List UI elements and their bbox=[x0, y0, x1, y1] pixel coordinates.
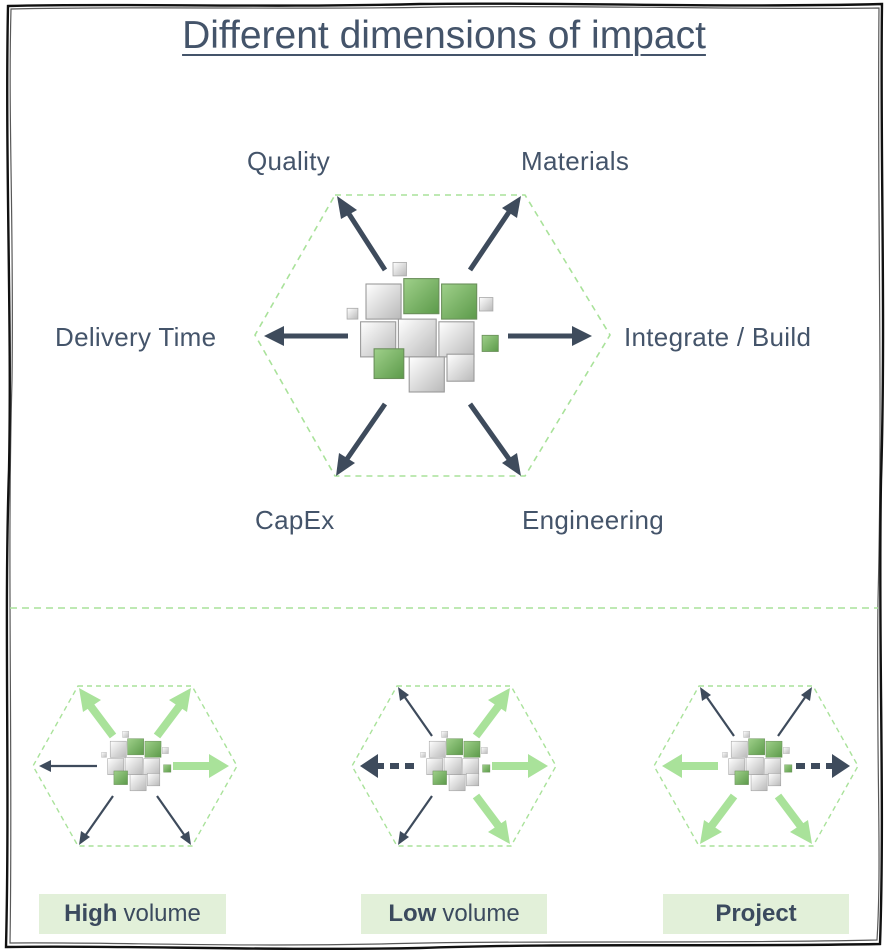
mini-cube-cluster bbox=[722, 731, 793, 792]
caption-high-volume: High volume bbox=[39, 894, 226, 934]
arrow-delivery-time bbox=[264, 326, 348, 346]
arrow-delivery-green bbox=[662, 754, 718, 778]
mini-hexagon bbox=[351, 685, 557, 847]
label-delivery-time: Delivery Time bbox=[55, 322, 217, 352]
arrow-engineering bbox=[467, 402, 521, 476]
arrow-quality-dark bbox=[700, 687, 735, 737]
arrow-delivery-dark bbox=[39, 760, 97, 772]
caption-bold: Low bbox=[388, 900, 437, 927]
arrow-capex-dark bbox=[398, 795, 433, 845]
main-hexagon bbox=[254, 194, 611, 477]
mini-hexagon bbox=[653, 685, 859, 847]
mini-cube-cluster bbox=[420, 731, 491, 792]
arrow-integrate-build bbox=[508, 326, 592, 346]
mini-diagram-low-volume bbox=[351, 685, 557, 847]
label-capex: CapEx bbox=[255, 505, 335, 535]
page-frame-inner bbox=[9, 5, 881, 946]
label-integrate-build: Integrate / Build bbox=[624, 322, 812, 352]
page-title: Different dimensions of impact bbox=[182, 14, 706, 57]
arrow-integrate-green bbox=[173, 754, 229, 778]
label-quality: Quality bbox=[247, 146, 331, 176]
caption-project: Project bbox=[663, 894, 849, 934]
caption-low-volume: Low volume bbox=[361, 894, 547, 934]
caption-rest: volume bbox=[442, 900, 520, 927]
arrow-materials bbox=[467, 196, 521, 272]
arrow-quality bbox=[337, 196, 388, 272]
arrow-quality-dark bbox=[398, 687, 433, 737]
arrow-delivery-dotted bbox=[360, 754, 414, 778]
mini-diagram-high-volume bbox=[32, 685, 238, 847]
mini-diagram-project bbox=[653, 685, 859, 847]
page-frame bbox=[4, 2, 885, 951]
caption-bold: High bbox=[64, 900, 118, 927]
arrow-engineering-dark bbox=[156, 795, 191, 845]
caption-rest: volume bbox=[123, 900, 201, 927]
arrow-capex bbox=[336, 402, 388, 476]
arrow-materials-green bbox=[472, 688, 510, 739]
cube-cluster-image bbox=[346, 261, 499, 393]
arrow-materials-dark bbox=[777, 687, 812, 737]
main-arrows bbox=[264, 196, 592, 476]
arrow-capex-dark bbox=[79, 795, 114, 845]
arrow-quality-green bbox=[79, 688, 117, 739]
arrow-engineering-green bbox=[472, 793, 510, 844]
mini-cube-cluster bbox=[101, 731, 172, 792]
mini-hexagon bbox=[32, 685, 238, 847]
label-engineering: Engineering bbox=[522, 505, 665, 535]
arrow-integrate-green bbox=[492, 754, 548, 778]
arrow-integrate-dotted bbox=[796, 754, 850, 778]
caption-bold: Project bbox=[715, 900, 797, 927]
arrow-materials-green bbox=[153, 688, 191, 739]
arrow-engineering-green bbox=[774, 793, 812, 844]
label-materials: Materials bbox=[521, 146, 630, 176]
arrow-capex-green bbox=[700, 793, 738, 844]
